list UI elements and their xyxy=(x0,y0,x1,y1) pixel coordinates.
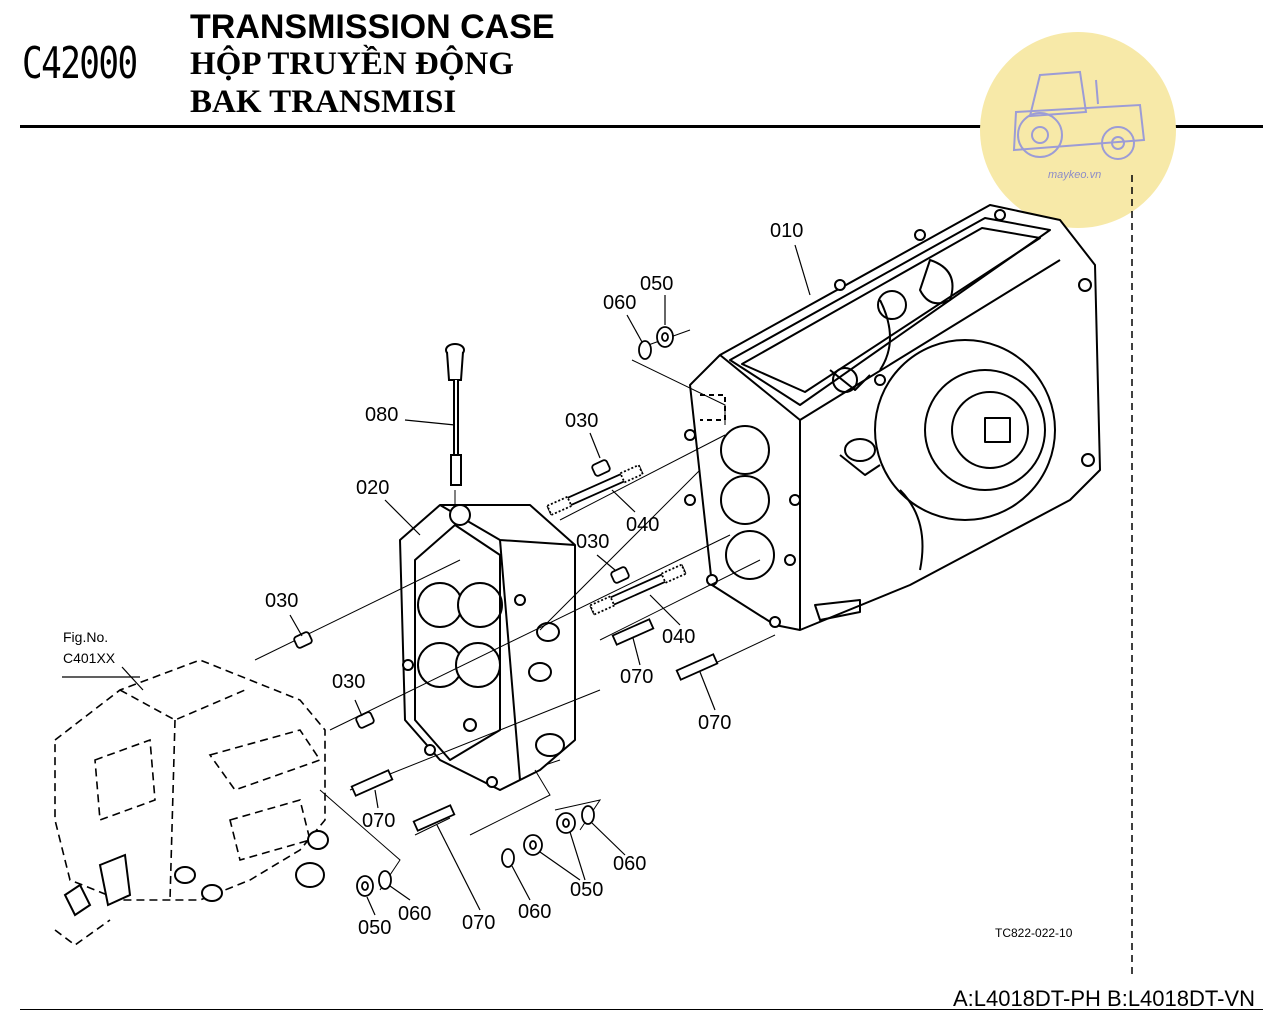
short-stud-070a xyxy=(611,618,655,646)
title-vietnamese: HỘP TRUYỀN ĐỘNG xyxy=(190,46,514,82)
nut-050c xyxy=(523,834,543,856)
callout-070-a: 070 xyxy=(620,666,653,688)
nut-050d xyxy=(556,812,576,834)
callout-040-b: 040 xyxy=(662,626,695,648)
washer-060d xyxy=(581,805,595,825)
transmission-case-010 xyxy=(684,204,1101,631)
callout-leaders xyxy=(289,244,811,916)
hardware-parts xyxy=(293,326,719,897)
callout-030-a: 030 xyxy=(265,590,298,612)
callout-070-c: 070 xyxy=(362,810,395,832)
fig-ref-number: C401XX xyxy=(63,650,116,666)
washer-060b xyxy=(378,870,392,890)
short-stud-070b xyxy=(675,653,719,681)
nut-050b xyxy=(356,875,374,897)
tractor-icon xyxy=(1012,70,1146,160)
washer-060c xyxy=(501,848,515,868)
title-indonesian: BAK TRANSMISI xyxy=(190,84,457,120)
callout-080: 080 xyxy=(365,404,398,426)
header-rule xyxy=(20,125,1263,128)
fig-ref-leader xyxy=(121,666,144,691)
washer-060a xyxy=(638,340,652,360)
callout-030-c: 030 xyxy=(565,410,598,432)
callout-060-a: 060 xyxy=(603,292,636,314)
nut-050a xyxy=(656,326,674,348)
callout-030-b: 030 xyxy=(332,671,365,693)
logo-watermark: maykeo.vn xyxy=(980,32,1176,228)
front-case-cover-020 xyxy=(399,504,576,791)
dowel-pin-030d xyxy=(610,566,630,584)
callout-060-b: 060 xyxy=(398,903,431,925)
section-code: C42000 xyxy=(22,38,138,89)
long-stud-040b xyxy=(589,563,687,616)
callout-060-c: 060 xyxy=(518,901,551,923)
callout-020: 020 xyxy=(356,477,389,499)
callout-050-c: 050 xyxy=(570,879,603,901)
dowel-pin-030b xyxy=(355,711,375,729)
callout-050-a: 050 xyxy=(640,273,673,295)
title-english: TRANSMISSION CASE xyxy=(190,8,555,46)
dowel-pin-030c xyxy=(591,459,611,477)
callout-050-b: 050 xyxy=(358,917,391,939)
fig-ref-label: Fig.No. xyxy=(63,629,108,645)
model-applicability: A:L4018DT-PH B:L4018DT-VN xyxy=(952,986,1255,1011)
callout-040-a: 040 xyxy=(626,514,659,536)
logo-circle xyxy=(980,32,1176,228)
reference-housing-c401xx xyxy=(54,659,326,946)
callout-070-d: 070 xyxy=(462,912,495,934)
footer-rule xyxy=(20,1009,1263,1010)
short-stud-070d xyxy=(412,804,456,832)
reference-housing-details xyxy=(63,830,329,917)
long-stud-040a xyxy=(546,463,644,517)
dipstick-080 xyxy=(445,343,465,486)
dowel-pin-030a xyxy=(293,631,313,649)
callout-030-d: 030 xyxy=(576,531,609,553)
short-stud-070c xyxy=(350,769,394,797)
logo-text: maykeo.vn xyxy=(1048,169,1101,181)
callout-060-d: 060 xyxy=(613,853,646,875)
callout-070-b: 070 xyxy=(698,712,731,734)
callout-labels: 010 020 030 030 030 030 040 040 050 050 … xyxy=(265,220,803,939)
callout-010: 010 xyxy=(770,220,803,242)
drawing-id: TC822-022-10 xyxy=(995,926,1073,940)
